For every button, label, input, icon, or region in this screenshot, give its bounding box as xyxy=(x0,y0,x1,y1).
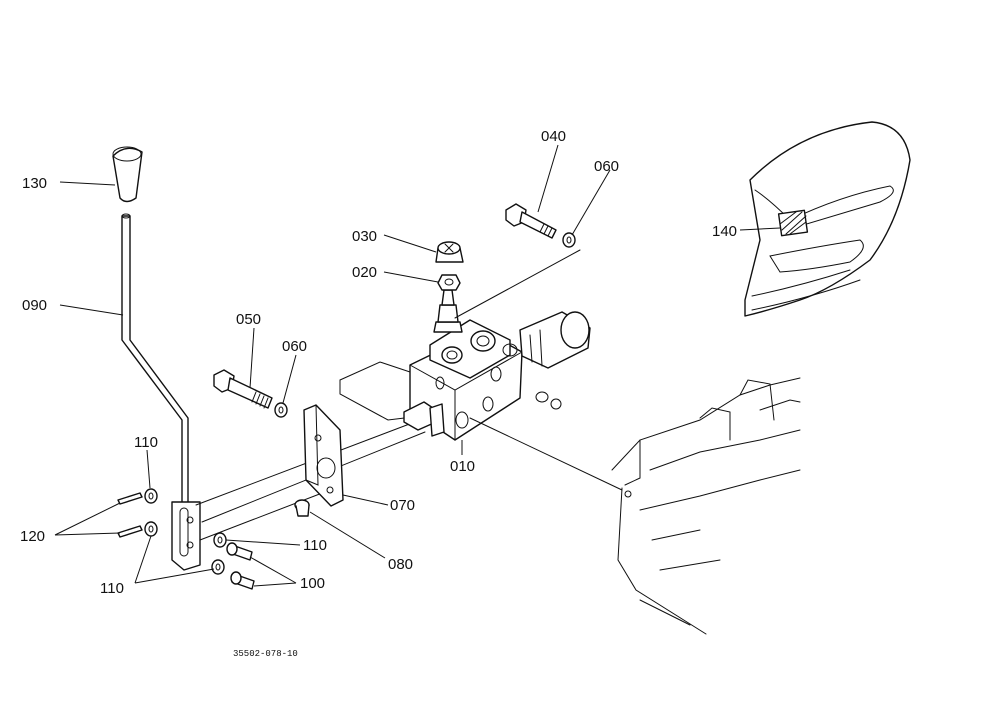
callout-060-left: 060 xyxy=(282,338,307,355)
callout-050: 050 xyxy=(236,311,261,328)
leader-lines xyxy=(454,249,623,491)
decal-panel xyxy=(744,121,911,317)
callout-100: 100 xyxy=(300,575,325,592)
callout-060-right: 060 xyxy=(594,158,619,175)
callout-110-right: 110 xyxy=(303,537,327,554)
screw-080 xyxy=(294,499,310,517)
washer-060-left xyxy=(274,402,288,418)
lever-clevis xyxy=(171,501,201,571)
clevis-pins xyxy=(226,542,255,590)
callout-030: 030 xyxy=(352,228,377,245)
control-valve xyxy=(339,289,591,441)
callout-120: 120 xyxy=(20,528,45,545)
bracket-plate xyxy=(303,404,344,507)
callout-010: 010 xyxy=(450,458,475,475)
callout-110-bottom: 110 xyxy=(100,580,124,597)
drawing-code: 35502-078-10 xyxy=(233,649,298,659)
cotter-pins xyxy=(117,492,143,538)
nut-020 xyxy=(437,274,461,291)
callout-130: 130 xyxy=(22,175,47,192)
callout-140: 140 xyxy=(712,223,737,240)
callout-020: 020 xyxy=(352,264,377,281)
lever-knob xyxy=(112,146,143,203)
callout-080: 080 xyxy=(388,556,413,573)
bolt-050 xyxy=(213,369,273,409)
tractor-housing xyxy=(611,377,801,635)
callout-040: 040 xyxy=(541,128,566,145)
washer-060-right xyxy=(562,232,576,248)
cap-nut-030 xyxy=(435,241,464,263)
lever-rod xyxy=(121,213,189,506)
callout-leaders xyxy=(54,144,781,587)
callout-labels: 130 090 110 120 110 110 100 050 060 070 … xyxy=(20,128,737,597)
callout-090: 090 xyxy=(22,297,47,314)
callout-070: 070 xyxy=(390,497,415,514)
bolt-040 xyxy=(505,203,557,239)
callout-110-top: 110 xyxy=(134,434,158,451)
